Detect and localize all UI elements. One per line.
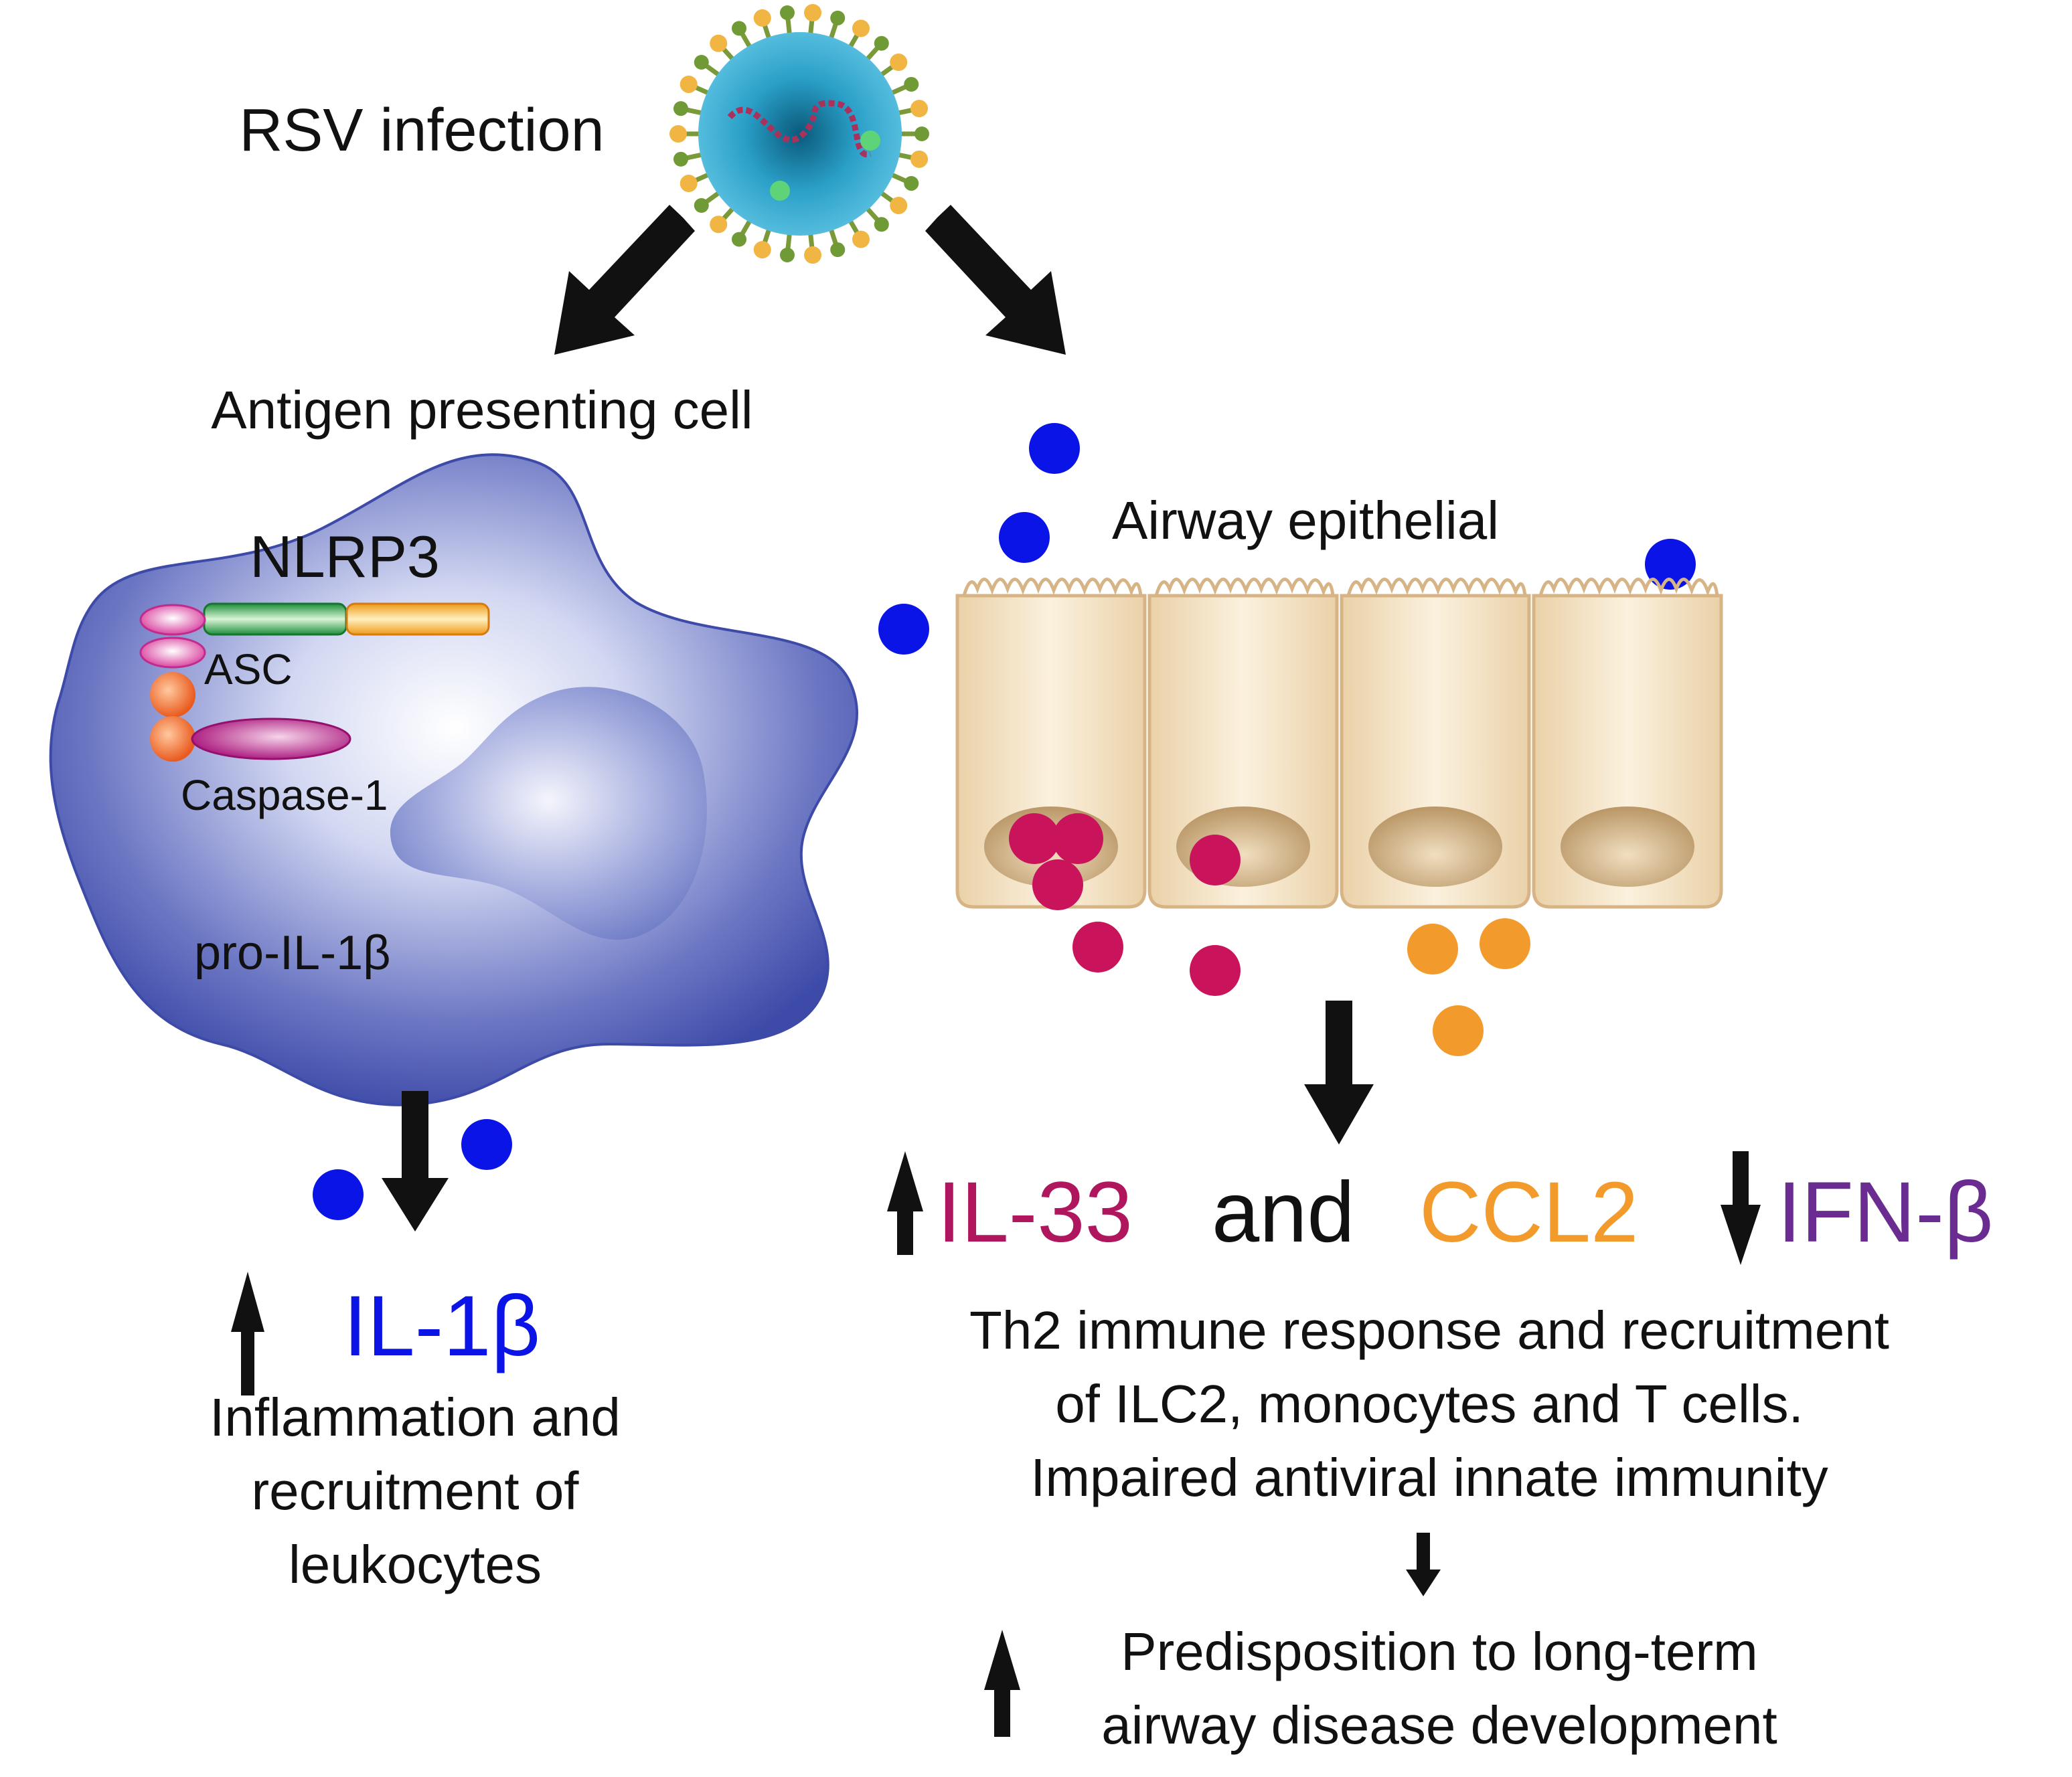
il-1b-dot [1645, 539, 1696, 590]
epithelium-down-arrow [1304, 1001, 1374, 1145]
ifn-b-label: IFN-β [1777, 1165, 1993, 1260]
il-1b-dot [1029, 423, 1080, 474]
il-33-dot [1052, 813, 1103, 864]
nlrp3-label: NLRP3 [250, 523, 440, 590]
epithelial-nucleus [1561, 807, 1694, 887]
il-33-dot [1072, 922, 1123, 972]
ccl2-dot [1480, 918, 1530, 969]
il-33-label: IL-33 [937, 1165, 1133, 1260]
ccl2-dot [1407, 924, 1458, 975]
il-33-dot [1190, 945, 1241, 996]
pro-il-1b-label: pro-IL-1β [194, 926, 391, 980]
asc-orange-ball-bottom [150, 716, 195, 762]
ccl2-label: CCL2 [1419, 1165, 1638, 1260]
right-outcome-line-3: Impaired antiviral innate immunity [1030, 1448, 1828, 1507]
nlrp3-green-domain [203, 602, 347, 636]
arrow-to-apc [554, 205, 695, 355]
predisposition-up-arrow [984, 1630, 1020, 1737]
il-1b-up-arrow [231, 1272, 264, 1395]
il-33-dot [1032, 859, 1083, 910]
il-33-up-arrow [887, 1151, 923, 1255]
rsv-virus-icon [669, 3, 929, 264]
asc-orange-ball-top [150, 672, 195, 717]
epithelial-cell-3 [1340, 578, 1531, 909]
outcome-down-arrow [1406, 1533, 1441, 1596]
and-label: and [1212, 1165, 1355, 1260]
epithelial-nucleus [1368, 807, 1502, 887]
epithelial-cell-2 [1147, 578, 1339, 909]
il-1b-dot-right [461, 1119, 512, 1170]
left-outcome-line-3: leukocytes [289, 1535, 542, 1594]
right-outcome-line-2: of ILC2, monocytes and T cells. [1055, 1374, 1804, 1434]
apc-nucleus [390, 687, 707, 940]
arrow-to-epithelium [925, 205, 1066, 355]
il-1b-dot [878, 604, 929, 655]
il-33-dot [1190, 835, 1241, 885]
asc-pink-oval-top [139, 604, 206, 636]
ifn-b-down-arrow [1721, 1151, 1761, 1265]
long-term-line-1: Predisposition to long-term [1121, 1622, 1758, 1681]
il-1b-dot [999, 512, 1050, 563]
apc-label: Antigen presenting cell [211, 380, 752, 440]
title: RSV infection [239, 97, 604, 164]
il-33-dot [1009, 813, 1060, 864]
right-outcome-line-1: Th2 immune response and recruitment [969, 1300, 1889, 1360]
asc-pink-oval-bottom [139, 637, 206, 669]
epithelium-label: Airway epithelial [1112, 491, 1499, 550]
left-outcome-line-1: Inflammation and [210, 1387, 621, 1447]
ccl2-dot [1433, 1005, 1484, 1056]
caspase-1-shape [191, 717, 351, 760]
left-outcome-line-2: recruitment of [251, 1461, 579, 1521]
nlrp3-orange-domain [345, 602, 490, 636]
caspase-1-label: Caspase-1 [181, 771, 388, 819]
il-1b-label: IL-1β [343, 1278, 540, 1374]
antigen-presenting-cell [49, 453, 859, 1106]
apc-down-arrow [382, 1091, 449, 1232]
il-1b-dot-left [313, 1169, 364, 1220]
asc-label: ASC [204, 645, 293, 693]
long-term-line-2: airway disease development [1101, 1695, 1777, 1755]
epithelial-cell-4 [1532, 578, 1723, 909]
